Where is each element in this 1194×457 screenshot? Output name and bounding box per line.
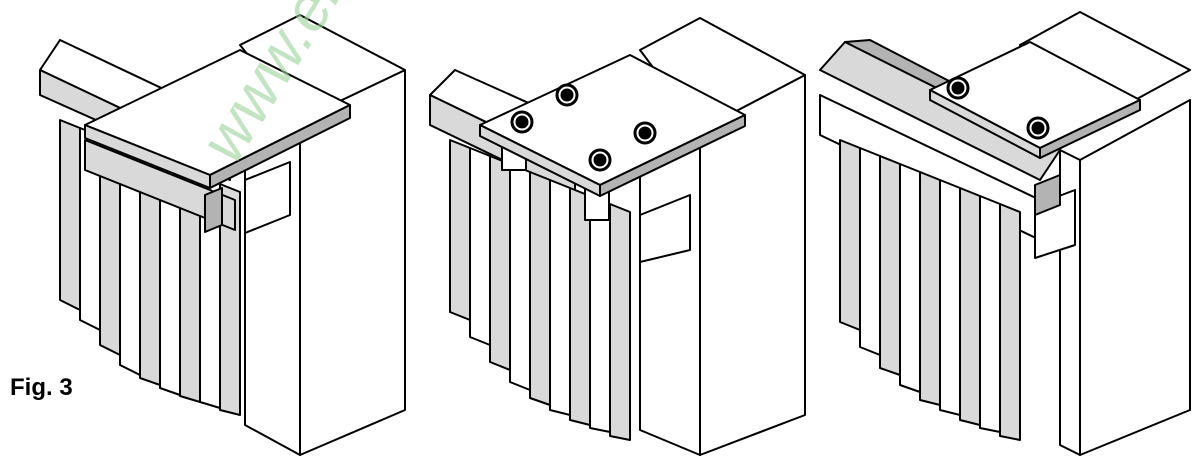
panel-2-cover-with-bolts (429, 17, 806, 456)
panel-3-terminal-shade (1034, 174, 1061, 216)
panel-1-battery-top-cover (39, 14, 406, 456)
panel-3-bolts (946, 76, 1050, 140)
panel-1-terminal-block (244, 161, 291, 234)
panel-1-front-band (84, 139, 236, 231)
panel-3-cover-edge-right (1039, 99, 1141, 159)
panel-2-terminal-block (639, 194, 691, 263)
panel-3-housing-side (1079, 99, 1191, 456)
panel-2-bolts (510, 83, 657, 172)
panel-1-terminal-slot (204, 187, 223, 233)
panel-3-cells (839, 139, 1021, 441)
figure-label: Fig. 3 (10, 374, 73, 401)
panel-2-cells (449, 139, 631, 441)
panel-3-cover-installed (819, 11, 1191, 456)
panel-2-cover-edge-right (599, 114, 746, 197)
panel-1-cover-edge-right (209, 104, 351, 189)
